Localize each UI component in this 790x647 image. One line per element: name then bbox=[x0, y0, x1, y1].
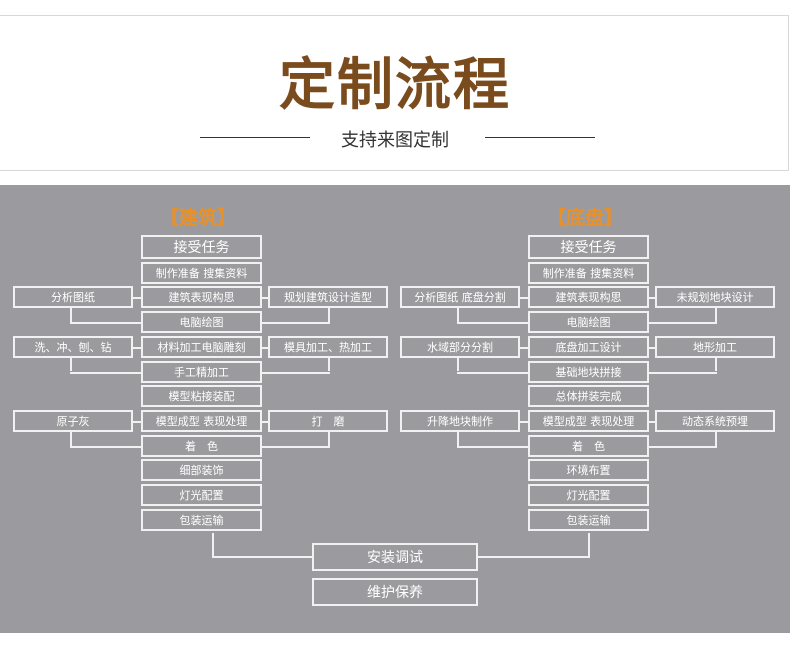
connector bbox=[262, 445, 330, 448]
flow-step: 包装运输 bbox=[141, 508, 262, 531]
flow-step: 电脑绘图 bbox=[141, 311, 262, 334]
flow-step: 电脑绘图 bbox=[528, 311, 649, 334]
side-step-right: 规划建筑设计造型 bbox=[268, 286, 388, 309]
connector bbox=[715, 308, 717, 323]
final-step-install: 安装调试 bbox=[312, 543, 478, 571]
connector bbox=[133, 297, 141, 300]
flow-step: 包装运输 bbox=[528, 508, 649, 531]
side-step-right: 打 磨 bbox=[268, 409, 388, 432]
side-step-right: 未规划地块设计 bbox=[655, 286, 775, 309]
connector bbox=[520, 346, 528, 349]
connector bbox=[262, 297, 268, 300]
final-step-maintain: 维护保养 bbox=[312, 578, 478, 606]
side-step-left: 水域部分分割 bbox=[400, 335, 520, 358]
flow-step: 着 色 bbox=[528, 434, 649, 457]
flowchart-panel: 【建筑】接受任务制作准备 搜集资料建筑表现构思电脑绘图材料加工电脑雕刻手工精加工… bbox=[0, 185, 790, 633]
connector bbox=[649, 297, 655, 300]
connector bbox=[715, 357, 717, 372]
side-step-right: 地形加工 bbox=[655, 335, 775, 358]
flow-step: 总体拼装完成 bbox=[528, 385, 649, 408]
flow-step: 灯光配置 bbox=[528, 484, 649, 506]
connector bbox=[649, 322, 717, 325]
flow-step: 基础地块拼接 bbox=[528, 360, 649, 383]
connector bbox=[133, 346, 141, 349]
connector bbox=[70, 445, 142, 448]
flow-step: 制作准备 搜集资料 bbox=[141, 261, 262, 284]
side-step-left: 分析图纸 bbox=[13, 286, 133, 309]
flow-step: 着 色 bbox=[141, 434, 262, 457]
connector bbox=[520, 297, 528, 300]
connector bbox=[328, 431, 330, 446]
connector bbox=[715, 431, 717, 446]
flow-step: 模型成型 表现处理 bbox=[528, 409, 649, 432]
connector bbox=[457, 357, 459, 372]
connector bbox=[212, 556, 312, 558]
connector bbox=[649, 420, 655, 423]
page-title: 定制流程 bbox=[279, 53, 511, 118]
connector bbox=[328, 308, 330, 323]
connector bbox=[649, 445, 717, 448]
connector bbox=[262, 371, 330, 374]
header-frame bbox=[0, 15, 789, 171]
connector bbox=[588, 533, 590, 557]
flow-step: 细部装饰 bbox=[141, 459, 262, 482]
page-subtitle: 支持来图定制 bbox=[341, 130, 449, 151]
connector bbox=[212, 533, 214, 557]
flow-step: 接受任务 bbox=[141, 235, 262, 259]
connector bbox=[478, 556, 590, 558]
flow-step: 灯光配置 bbox=[141, 484, 262, 506]
connector bbox=[520, 420, 528, 423]
connector bbox=[262, 420, 268, 423]
side-step-left: 洗、冲、刨、钻 bbox=[13, 335, 133, 358]
flow-step: 建筑表现构思 bbox=[528, 286, 649, 309]
connector bbox=[70, 431, 72, 446]
flow-step: 接受任务 bbox=[528, 235, 649, 259]
section-heading: 【底盘】 bbox=[547, 207, 624, 229]
connector bbox=[328, 357, 330, 372]
flow-step: 环境布置 bbox=[528, 459, 649, 482]
flow-step: 材料加工电脑雕刻 bbox=[141, 335, 262, 358]
connector bbox=[457, 445, 529, 448]
side-step-left: 分析图纸 底盘分割 bbox=[400, 286, 520, 309]
connector bbox=[262, 346, 268, 349]
connector bbox=[457, 308, 459, 323]
flow-step: 模型成型 表现处理 bbox=[141, 409, 262, 432]
connector bbox=[133, 420, 141, 423]
connector bbox=[70, 322, 142, 325]
connector bbox=[70, 371, 142, 374]
connector bbox=[457, 371, 529, 374]
side-step-right: 模具加工、热加工 bbox=[268, 335, 388, 358]
divider-left bbox=[200, 137, 310, 138]
flow-step: 手工精加工 bbox=[141, 360, 262, 383]
connector bbox=[70, 357, 72, 372]
flow-step: 制作准备 搜集资料 bbox=[528, 261, 649, 284]
side-step-left: 原子灰 bbox=[13, 409, 133, 432]
connector bbox=[457, 322, 529, 325]
connector bbox=[70, 308, 72, 323]
flow-step: 建筑表现构思 bbox=[141, 286, 262, 309]
connector bbox=[457, 431, 459, 446]
connector bbox=[649, 346, 655, 349]
flow-step: 底盘加工设计 bbox=[528, 335, 649, 358]
connector bbox=[649, 371, 717, 374]
section-heading: 【建筑】 bbox=[160, 207, 237, 229]
connector bbox=[262, 322, 330, 325]
divider-right bbox=[485, 137, 595, 138]
flow-step: 模型粘接装配 bbox=[141, 385, 262, 408]
side-step-right: 动态系统预埋 bbox=[655, 409, 775, 432]
side-step-left: 升降地块制作 bbox=[400, 409, 520, 432]
